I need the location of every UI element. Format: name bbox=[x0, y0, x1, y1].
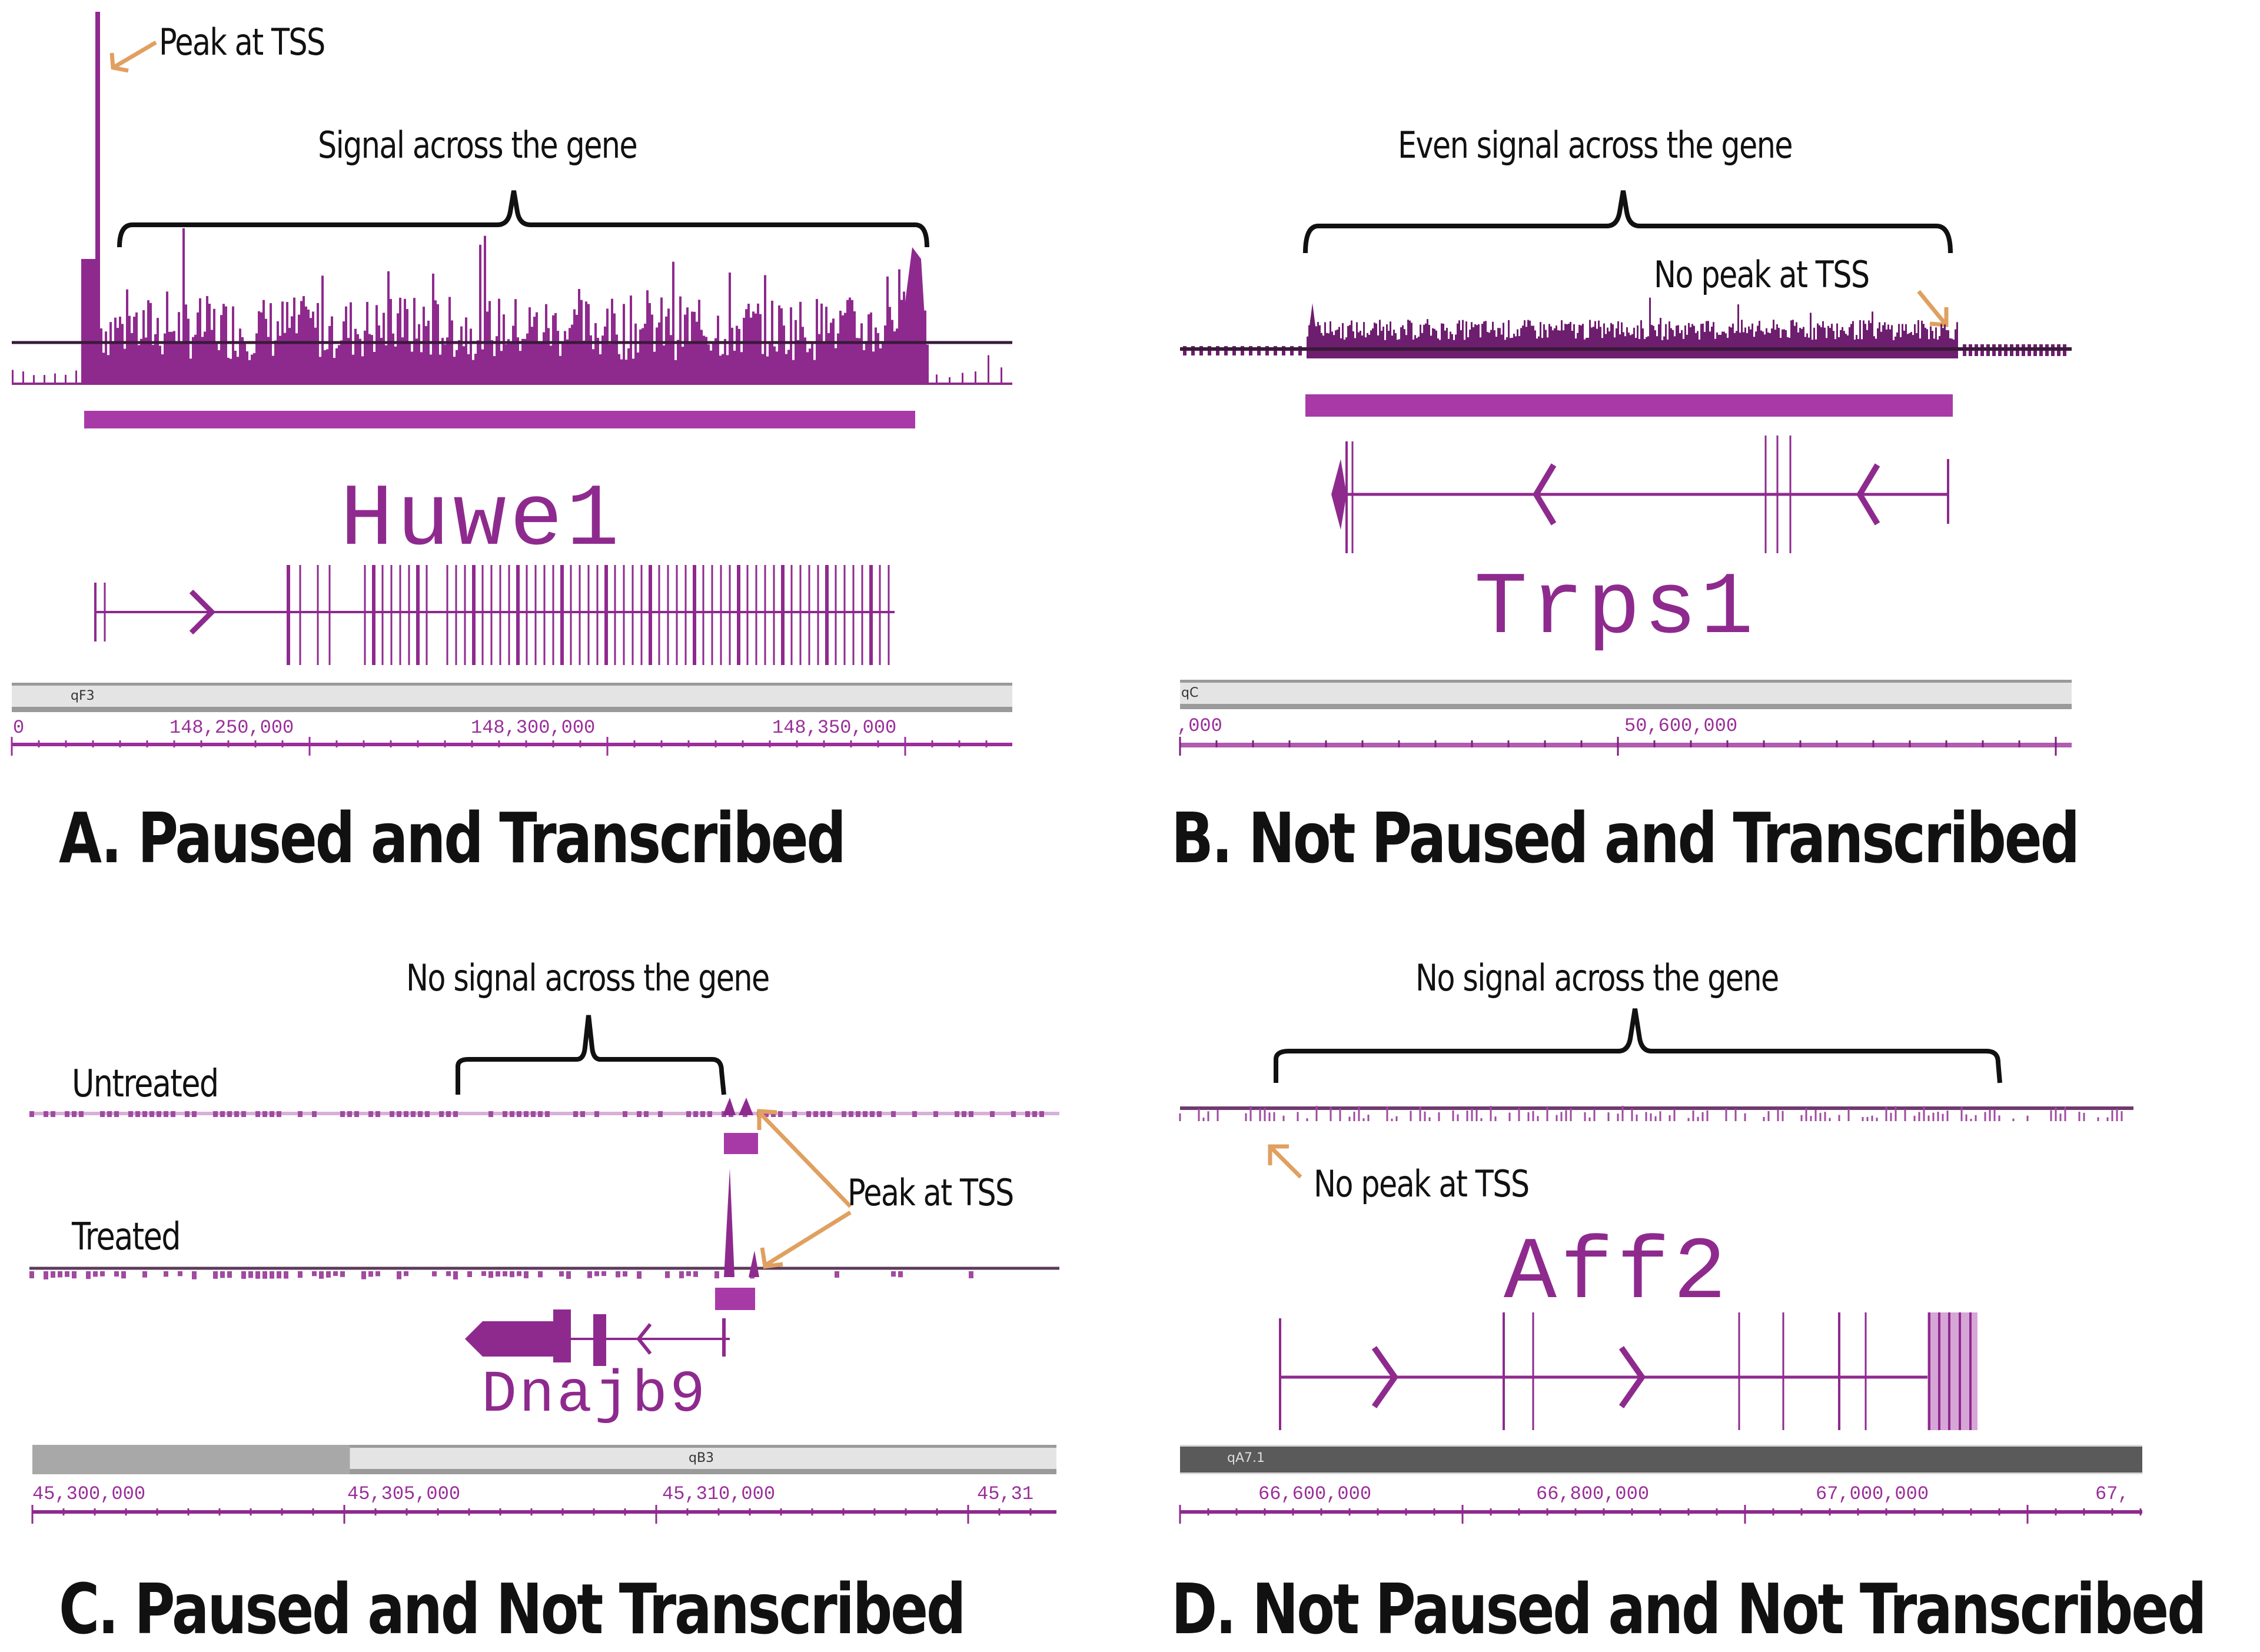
panel-a-peak-label: Peak at TSS bbox=[159, 21, 325, 64]
panel-c-brace-icon bbox=[456, 1015, 726, 1095]
panel-a-title: A. Paused and Transcribed bbox=[59, 797, 846, 879]
panel-b-gene-bar bbox=[1305, 394, 1953, 417]
panel-b-chromosome-band: qC bbox=[1180, 680, 2072, 709]
panel-d-title: D. Not Paused and Not Transcribed bbox=[1171, 1568, 2207, 1650]
panel-a-peak-arrow-icon bbox=[109, 40, 157, 73]
panel-d-tick-1: 66,600,000 bbox=[1258, 1483, 1372, 1505]
panel-a-chromosome-band: qF3 bbox=[12, 683, 1012, 712]
panel-c-band-label: qB3 bbox=[689, 1451, 714, 1465]
panel-d-signal-track bbox=[1179, 1106, 2133, 1121]
panel-c-axis bbox=[31, 1505, 1056, 1524]
panel-d-brace-label: No signal across the gene bbox=[1415, 956, 1779, 999]
panel-c-tick-1: 45,300,000 bbox=[32, 1483, 146, 1505]
panel-a-axis bbox=[11, 737, 1012, 756]
panel-b-band-label: qC bbox=[1181, 686, 1199, 700]
panel-a-signal-track bbox=[12, 12, 1012, 385]
panel-b-gene-model bbox=[1331, 436, 1949, 553]
panel-a-gene-model bbox=[94, 565, 895, 665]
panel-c-title: C. Paused and Not Transcribed bbox=[59, 1568, 966, 1650]
panel-c-track-label-treated: Treated bbox=[72, 1215, 181, 1259]
panel-a-tick-3: 148,350,000 bbox=[772, 717, 897, 739]
panel-b-brace-icon bbox=[1303, 190, 1953, 254]
panel-c-gene-name: Dnajb9 bbox=[481, 1362, 708, 1429]
panel-c-treated-peak-bar bbox=[715, 1288, 755, 1310]
panel-b-tick-1: 50,600,000 bbox=[1624, 715, 1738, 737]
panel-b-peak-label: No peak at TSS bbox=[1654, 253, 1870, 296]
panel-b-gene-name: Trps1 bbox=[1474, 559, 1757, 659]
panel-b-brace-label: Even signal across the gene bbox=[1398, 124, 1793, 167]
panel-a-tick-left: 0 bbox=[13, 717, 25, 739]
panel-c-treated-track bbox=[29, 1168, 1059, 1279]
panel-d-tick-2: 66,800,000 bbox=[1536, 1483, 1650, 1505]
panel-b-title: B. Not Paused and Transcribed bbox=[1171, 797, 2080, 879]
panel-c-tick-2: 45,305,000 bbox=[347, 1483, 461, 1505]
panel-d-chromosome-band: qA7.1 bbox=[1180, 1445, 2142, 1474]
panel-a-tick-2: 148,300,000 bbox=[471, 717, 596, 739]
panel-c-track-label-untreated: Untreated bbox=[72, 1062, 219, 1106]
panel-d-gene-model bbox=[1279, 1312, 1977, 1430]
panel-a-gene-name: Huwe1 bbox=[340, 471, 623, 571]
panel-b-peak-arrow-icon bbox=[1917, 290, 1949, 327]
panel-b-axis bbox=[1179, 737, 2072, 756]
panel-b-signal-track bbox=[1180, 297, 2072, 358]
panel-c-chromosome-band: qB3 bbox=[32, 1445, 1056, 1474]
panel-c-untreated-peak-bar bbox=[724, 1133, 758, 1154]
panel-c-peak-label: Peak at TSS bbox=[848, 1171, 1014, 1214]
panel-d-tick-4: 67, bbox=[2095, 1483, 2129, 1505]
panel-a-gene-bar bbox=[84, 411, 915, 428]
panel-c-tick-4: 45,31 bbox=[977, 1483, 1034, 1505]
panel-d-brace-icon bbox=[1274, 1008, 2002, 1083]
panel-c-gene-model bbox=[465, 1309, 730, 1366]
panel-d-axis bbox=[1179, 1505, 2142, 1524]
panel-d-peak-label: No peak at TSS bbox=[1314, 1162, 1530, 1205]
panel-d-band-label: qA7.1 bbox=[1227, 1451, 1265, 1465]
panel-d-gene-name: Aff2 bbox=[1504, 1224, 1730, 1324]
panel-a-band-label: qF3 bbox=[71, 689, 95, 703]
panel-a-brace-icon bbox=[117, 190, 929, 248]
panel-c-untreated-track bbox=[29, 1098, 1059, 1117]
panel-d-tick-3: 67,000,000 bbox=[1816, 1483, 1929, 1505]
panel-b-tick-left: ,000 bbox=[1177, 715, 1222, 737]
panel-a-brace-label: Signal across the gene bbox=[318, 124, 638, 167]
panel-c-brace-label: No signal across the gene bbox=[406, 956, 770, 999]
panel-d-peak-arrow-icon bbox=[1268, 1144, 1302, 1179]
panel-c-peak-arrows-icon bbox=[757, 1109, 852, 1269]
panel-c-tick-3: 45,310,000 bbox=[662, 1483, 776, 1505]
panel-a-tick-1: 148,250,000 bbox=[170, 717, 294, 739]
